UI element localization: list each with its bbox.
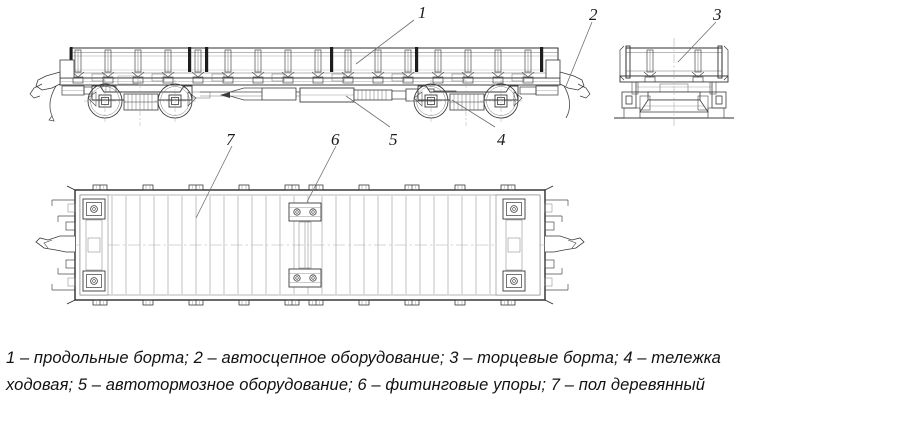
- figure-caption: 1 – продольные борта; 2 – автосцепное об…: [6, 345, 892, 399]
- callout-3: 3: [713, 5, 722, 24]
- side-board-detail-boxes: [91, 73, 525, 85]
- callout-1: 1: [418, 3, 427, 22]
- leader-2: [565, 21, 593, 87]
- coupler-right-group: [519, 59, 591, 119]
- leader-5: [345, 95, 391, 128]
- callout-5: 5: [389, 130, 398, 149]
- leader-3: [677, 21, 717, 63]
- leader-4: [451, 99, 496, 128]
- callout-2: 2: [589, 5, 598, 24]
- bogie-right: [409, 79, 523, 126]
- end-stanchions: [70, 47, 544, 72]
- plan-left-end-details: [35, 199, 76, 291]
- leader-1: [355, 19, 415, 65]
- coupler-left-group: [29, 59, 101, 122]
- leader-lines: [195, 19, 717, 219]
- caption-line-2: ходовая; 5 – автотормозное оборудование;…: [6, 376, 706, 394]
- leader-6: [306, 145, 337, 203]
- plan-view: [35, 184, 585, 306]
- side-elevation-view: [29, 47, 591, 126]
- callout-6: 6: [331, 130, 340, 149]
- callout-7: 7: [226, 130, 235, 149]
- leader-7: [195, 145, 233, 219]
- bogie-left: [83, 79, 197, 126]
- plan-right-end-details: [544, 199, 585, 291]
- end-elevation-view: [614, 38, 734, 126]
- callout-4: 4: [497, 130, 506, 149]
- side-boards-group: [59, 47, 561, 86]
- caption-line-1: 1 – продольные борта; 2 – автосцепное об…: [6, 349, 721, 367]
